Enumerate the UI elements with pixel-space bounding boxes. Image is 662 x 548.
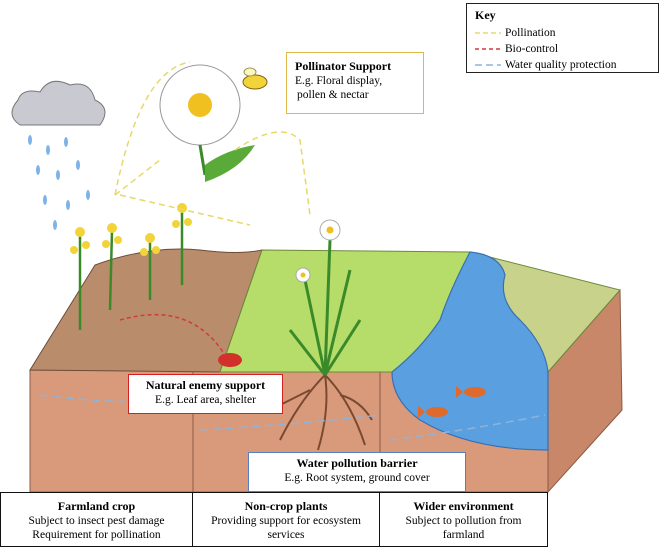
- callout-text: E.g. Root system, ground cover: [284, 472, 430, 484]
- water-pollution-callout: Water pollution barrier E.g. Root system…: [248, 452, 466, 492]
- column-text: Subject to insect pest damage: [28, 515, 165, 527]
- non-crop-plant: [288, 239, 362, 376]
- raindrops: [28, 135, 90, 230]
- key-label: Water quality protection: [505, 59, 617, 71]
- column-non-crop-plants: Non-crop plants Providing support for ec…: [192, 492, 380, 547]
- callout-title: Pollinator Support: [295, 59, 392, 73]
- key-label: Pollination: [505, 27, 556, 39]
- crop-plants: [78, 210, 184, 330]
- column-text: services: [267, 529, 305, 541]
- key-item-pollination: Pollination: [475, 25, 650, 41]
- column-wider-environment: Wider environment Subject to pollution f…: [379, 492, 548, 547]
- key-title: Key: [475, 8, 496, 22]
- key-item-bio-control: Bio-control: [475, 41, 650, 57]
- crop-flowers: [70, 203, 192, 256]
- column-title: Farmland crop: [57, 499, 136, 513]
- callout-title: Natural enemy support: [145, 378, 266, 392]
- key-item-water-quality: Water quality protection: [475, 57, 650, 73]
- pollinator-support-callout: Pollinator Support E.g. Floral display, …: [286, 52, 424, 114]
- column-farmland-crop: Farmland crop Subject to insect pest dam…: [0, 492, 193, 547]
- bee-icon: [242, 67, 268, 90]
- column-text: farmland: [442, 529, 485, 541]
- key-label: Bio-control: [505, 43, 559, 55]
- river: [391, 251, 549, 451]
- natural-enemy-callout: Natural enemy support E.g. Leaf area, sh…: [128, 374, 283, 414]
- fish: [418, 386, 486, 418]
- column-title: Wider environment: [413, 499, 514, 513]
- callout-text: E.g. Floral display,: [295, 75, 383, 87]
- column-text: Subject to pollution from: [405, 515, 522, 527]
- column-text: Requirement for pollination: [32, 529, 161, 541]
- column-title: Non-crop plants: [244, 499, 328, 513]
- small-daisies: [295, 219, 341, 283]
- large-daisy-flower: [159, 64, 255, 182]
- callout-title: Water pollution barrier: [296, 456, 418, 470]
- farmland-surface: [29, 248, 263, 373]
- callout-text: E.g. Leaf area, shelter: [155, 394, 256, 406]
- rain-cloud: [11, 80, 106, 126]
- natural-enemy-insect: [218, 353, 242, 367]
- column-text: Providing support for ecosystem: [211, 515, 361, 527]
- legend-key: Key Pollination Bio-control Water qualit…: [466, 3, 659, 73]
- callout-text: pollen & nectar: [297, 89, 369, 101]
